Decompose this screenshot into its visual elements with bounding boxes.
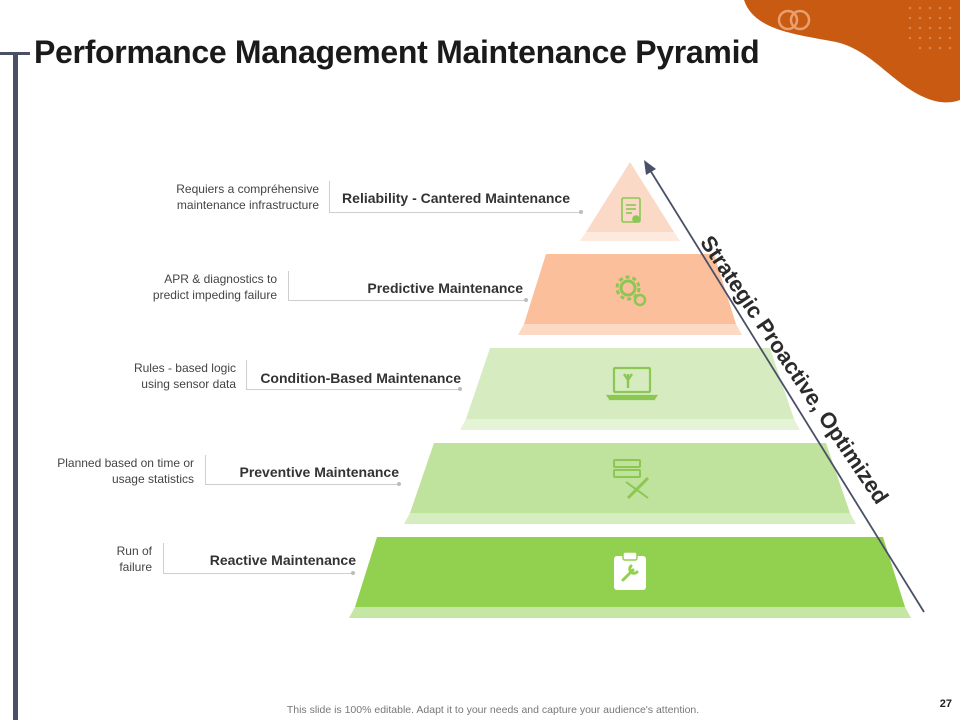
connector-dot: [579, 210, 583, 214]
server-tools-icon: [613, 459, 650, 500]
connector-dot: [351, 571, 355, 575]
connector-dot: [397, 482, 401, 486]
corner-decoration: [744, 0, 960, 103]
strategic-arrow: [644, 160, 925, 613]
connector-dot: [524, 298, 528, 302]
page-title: Performance Management Maintenance Pyram…: [34, 34, 760, 70]
left-rule: [13, 52, 18, 720]
page-number: 27: [939, 698, 952, 710]
connector-line: [205, 455, 400, 485]
level-label-reliability: Reliability - Cantered Maintenance: [342, 190, 570, 206]
laptop-wrench-icon: [605, 366, 659, 401]
title-tick: [0, 52, 30, 55]
connector-line: [163, 543, 354, 574]
connector-line: [246, 360, 461, 390]
level-label-preventive: Preventive Maintenance: [239, 464, 399, 480]
pyramid-tier-2: [518, 254, 742, 335]
clipboard-wrench-icon: [614, 551, 646, 590]
footer-note: This slide is 100% editable. Adapt it to…: [286, 704, 700, 716]
level-label-condition: Condition-Based Maintenance: [260, 370, 461, 386]
pyramid-tier-1: [580, 162, 680, 241]
certificate-icon: [621, 197, 641, 223]
pyramid-tier-3: [460, 348, 800, 430]
level-label-predictive: Predictive Maintenance: [367, 280, 523, 296]
pyramid-tier-4: [404, 443, 856, 524]
connector-line: [329, 181, 582, 213]
level-label-reactive: Reactive Maintenance: [209, 552, 356, 568]
connector-line: [288, 271, 527, 301]
rings-icon: [777, 9, 811, 31]
connector-dot: [458, 387, 462, 391]
gears-icon: [615, 275, 647, 307]
